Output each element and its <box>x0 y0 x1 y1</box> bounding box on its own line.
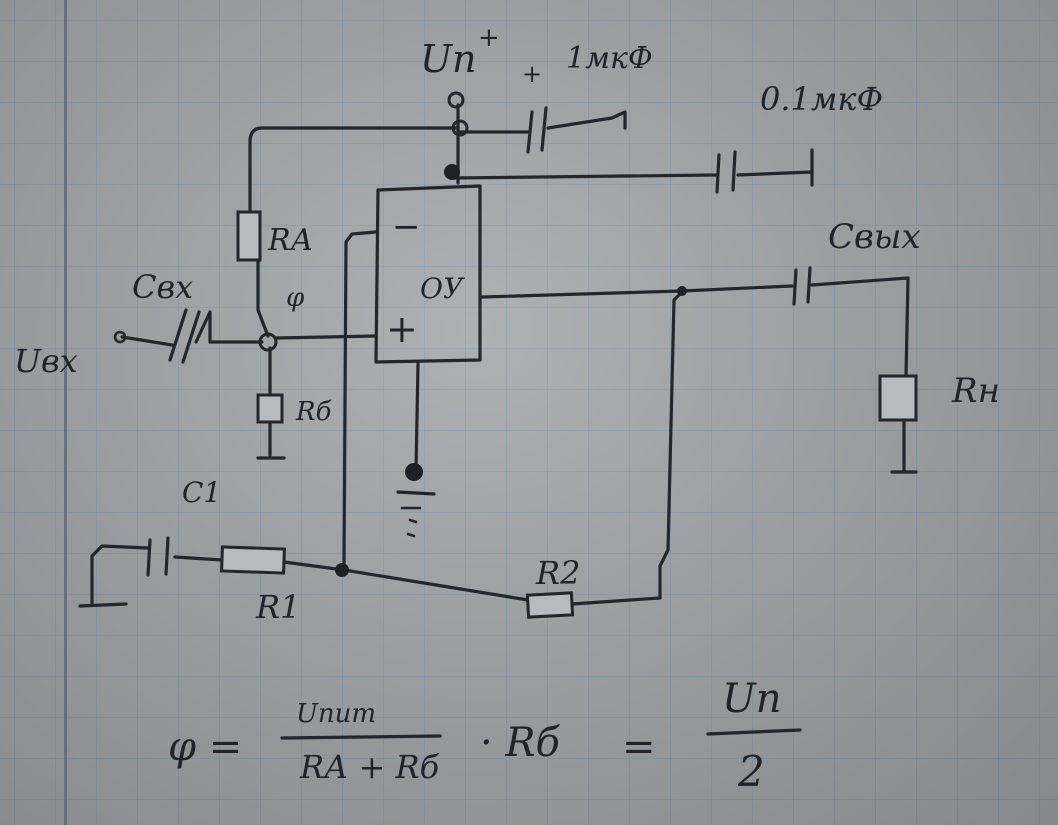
opamp-body <box>374 184 482 364</box>
resistor-r2-body <box>525 591 575 619</box>
cap-out-plates <box>792 266 812 306</box>
supply-top-terminal <box>447 91 465 109</box>
wire-cin-to-node <box>194 310 264 344</box>
wire-node-to-r2 <box>342 568 530 602</box>
formula-lhs: φ = <box>168 724 242 770</box>
wire-to-cap-01uf <box>450 173 718 180</box>
label-opamp-name: ОУ <box>420 272 465 305</box>
wire-output-down <box>570 290 684 606</box>
wire-r1-to-node <box>282 560 346 572</box>
label-opamp-plus: + <box>386 307 418 351</box>
formula: φ = Uпит RА + Rб · Rб = Uп 2 <box>168 676 802 796</box>
cap-c1-plates <box>146 536 170 577</box>
input-terminal <box>113 330 127 344</box>
formula-result-numerator: Uп <box>722 676 781 722</box>
ground-junction-dot <box>405 463 423 481</box>
labels: Uп + + 1мкФ 0.1мкФ ОУ − + RА Rб φ Cвх Uв… <box>14 23 1000 626</box>
label-opamp-minus: − <box>392 207 421 247</box>
wire-rb-to-ground <box>256 420 286 460</box>
formula-result-denominator: 2 <box>737 747 765 796</box>
wire-cout-to-rn <box>810 276 910 378</box>
label-resistor-2: R2 <box>535 554 580 592</box>
supply-junction-dot <box>444 164 460 180</box>
supply-terminal-node <box>451 119 469 137</box>
formula-equals: = <box>622 724 656 770</box>
resistor-ra-body <box>236 210 262 262</box>
formula-result-bar <box>706 728 802 736</box>
label-resistor-1: R1 <box>255 588 300 626</box>
label-node-phi: φ <box>286 283 305 313</box>
nodes <box>113 91 687 577</box>
label-resistor-b: Rб <box>295 397 332 427</box>
formula-fraction-numerator: Uпит <box>296 699 376 729</box>
wire-output <box>480 284 794 299</box>
label-cap-1-value: 1мкФ <box>566 41 653 76</box>
ground-dashes <box>400 506 422 538</box>
resistor-r1-body <box>220 545 286 575</box>
wire-rn-to-ground <box>890 418 918 474</box>
wire-ra-to-node <box>256 258 270 338</box>
cap-1uf-plates <box>526 106 548 154</box>
output-junction-dot <box>677 286 687 296</box>
wire-c1-to-ground <box>78 544 150 608</box>
label-load: Rн <box>951 371 1000 411</box>
node-phi-circle <box>258 332 278 352</box>
feedback-junction-dot <box>335 563 349 577</box>
label-cap-in: Cвх <box>132 268 193 306</box>
wire-minus-feedback <box>342 230 378 568</box>
wire-top-rail-to-ra <box>248 126 460 214</box>
wires <box>78 103 918 608</box>
notebook-margin-line <box>64 0 67 825</box>
label-cap-2-value: 0.1мкФ <box>760 80 883 118</box>
formula-fraction-bar <box>280 734 442 740</box>
wire-c1-to-r1 <box>173 555 224 562</box>
components <box>146 106 918 619</box>
cap-01uf-plates <box>715 150 737 194</box>
wire-input <box>120 335 174 347</box>
label-cap-out: Cвых <box>828 217 921 257</box>
resistor-rn-body <box>878 374 918 422</box>
wire-cap-1uf-right <box>546 110 627 130</box>
wire-cap-01uf-right <box>736 148 814 187</box>
wire-node-to-plus <box>274 334 378 340</box>
label-cap-1: C1 <box>182 476 221 509</box>
label-resistor-a: RА <box>267 223 313 258</box>
label-supply: Uп <box>420 37 477 81</box>
label-cap-1-plus: + <box>522 60 542 88</box>
wire-opamp-ground <box>396 362 436 496</box>
formula-times-rb: · Rб <box>480 720 561 766</box>
label-input-voltage: Uвх <box>14 342 78 380</box>
cap-in-plates <box>168 308 201 364</box>
formula-fraction-denominator: RА + Rб <box>299 748 440 786</box>
resistor-rb-body <box>256 393 284 424</box>
label-supply-sign: + <box>478 23 500 53</box>
